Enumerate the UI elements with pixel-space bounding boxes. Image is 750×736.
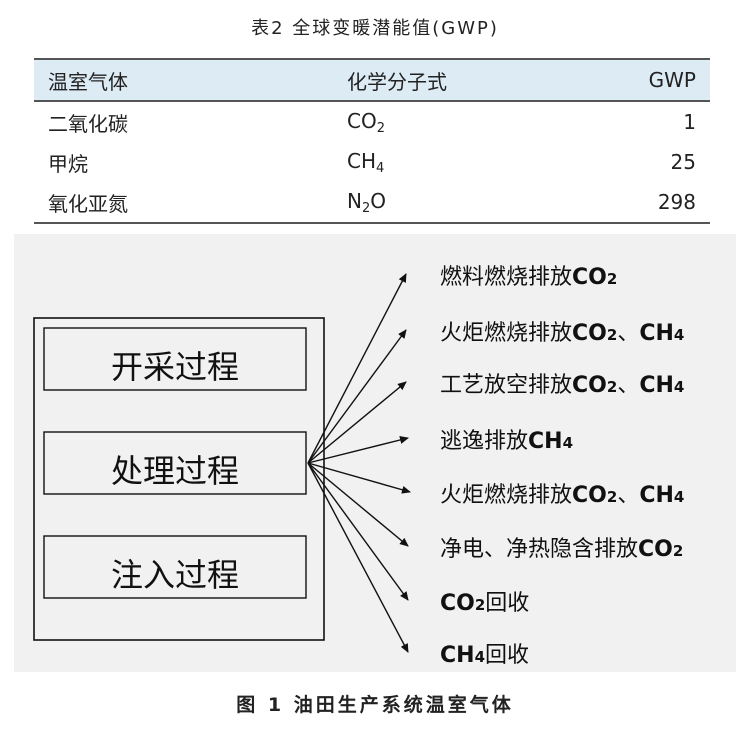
gas-subscript: 4: [562, 434, 574, 452]
gas-formula: CH: [528, 429, 563, 454]
emission-arrow: [307, 462, 409, 601]
gas-subscript: 2: [606, 488, 618, 506]
table-row: 甲烷 CH4 25: [34, 142, 710, 182]
emission-text: 回收: [485, 643, 530, 668]
emission-text: 逃逸排放: [440, 429, 529, 454]
process-box-mining: [43, 327, 307, 391]
process-label: 处理过程: [110, 452, 239, 490]
emission-text: 净电、净热隐含排放: [440, 537, 639, 562]
emission-label: CH4回收: [440, 637, 529, 669]
gas-subscript: 2: [606, 378, 618, 396]
arrow-group: [307, 273, 411, 653]
formula-subscript: 4: [376, 160, 385, 176]
process-group-box: [33, 317, 325, 641]
emission-label: 逃逸排放CH4: [440, 423, 573, 455]
emission-text: 回收: [485, 591, 530, 616]
emission-text: 燃料燃烧排放: [440, 265, 573, 290]
emission-label: 火炬燃烧排放CO2、CH4: [440, 315, 684, 347]
formula-tail: O: [370, 188, 386, 213]
gas-formula: CH: [639, 373, 674, 398]
process-label: 开采过程: [110, 348, 239, 386]
gas-subscript: 2: [672, 542, 684, 560]
formula-base: N: [347, 188, 362, 213]
emission-arrow: [307, 462, 409, 547]
process-label: 注入过程: [110, 556, 239, 594]
process-box-treatment: [43, 431, 307, 495]
gas-formula: CO: [572, 321, 607, 346]
table-row: 氧化亚氮 N2O 298: [34, 182, 710, 224]
gas-formula: CO: [572, 265, 607, 290]
emission-text: 火炬燃烧排放: [440, 483, 573, 508]
figure-caption: 图 1 油田生产系统温室气体: [236, 694, 514, 716]
gas-subscript: 4: [673, 326, 685, 344]
process-box-injection: [43, 535, 307, 599]
gwp-value: 298: [608, 182, 710, 224]
header-gwp: GWP: [608, 58, 710, 102]
gas-name: 二氧化碳: [48, 111, 128, 136]
emission-arrow: [307, 462, 409, 653]
emission-text: 工艺放空排放: [440, 373, 573, 398]
gas-formula: CO: [638, 537, 673, 562]
header-gas: 温室气体: [34, 58, 299, 102]
gas-name: 甲烷: [48, 151, 88, 176]
table-row: 二氧化碳 CO2 1: [34, 101, 710, 142]
formula: CO2: [299, 101, 608, 142]
formula: N2O: [299, 182, 608, 224]
emission-arrow: [307, 273, 407, 464]
emission-arrow: [307, 436, 409, 464]
formula-subscript: 2: [361, 200, 371, 216]
gas-subscript: 2: [606, 326, 618, 344]
formula-subscript: 2: [376, 120, 385, 136]
gas-formula: CH: [440, 643, 475, 668]
gwp-table: 温室气体 化学分子式 GWP 二氧化碳 CO2 1 甲烷 CH4 25 氧化亚氮…: [34, 58, 710, 224]
gas-formula: CO: [572, 483, 607, 508]
gas-formula: CO: [572, 373, 607, 398]
emission-label: 净电、净热隐含排放CO2: [440, 531, 683, 563]
emission-label: CO2回收: [440, 585, 529, 617]
gwp-value: 25: [670, 150, 696, 174]
emission-text: 火炬燃烧排放: [440, 321, 573, 346]
gas-subscript: 4: [673, 378, 685, 396]
gas-subscript: 2: [474, 596, 486, 614]
header-formula: 化学分子式: [299, 58, 608, 102]
formula: CH4: [299, 142, 608, 182]
emission-arrow: [307, 462, 411, 494]
table-header-row: 温室气体 化学分子式 GWP: [34, 58, 710, 102]
gas-formula: CH: [639, 483, 674, 508]
gas-subscript: 2: [606, 270, 618, 288]
gas-name: 氧化亚氮: [34, 182, 299, 224]
gwp-value: 1: [683, 110, 696, 134]
separator: 、: [617, 373, 640, 398]
emission-label: 工艺放空排放CO2、CH4: [440, 367, 684, 399]
gas-subscript: 4: [673, 488, 685, 506]
separator: 、: [617, 321, 640, 346]
gas-formula: CO: [440, 591, 475, 616]
formula-base: CO: [347, 108, 377, 133]
emission-label: 燃料燃烧排放CO2: [440, 259, 617, 291]
emission-label: 火炬燃烧排放CO2、CH4: [440, 477, 684, 509]
emission-arrow: [307, 381, 407, 464]
gas-subscript: 4: [474, 648, 485, 666]
emission-arrow: [307, 329, 407, 464]
table-caption: 表2 全球变暖潜能值(GWP): [251, 18, 499, 39]
flow-connectors: [33, 273, 411, 653]
separator: 、: [617, 483, 640, 508]
gas-formula: CH: [639, 321, 674, 346]
formula-base: CH: [347, 148, 377, 173]
